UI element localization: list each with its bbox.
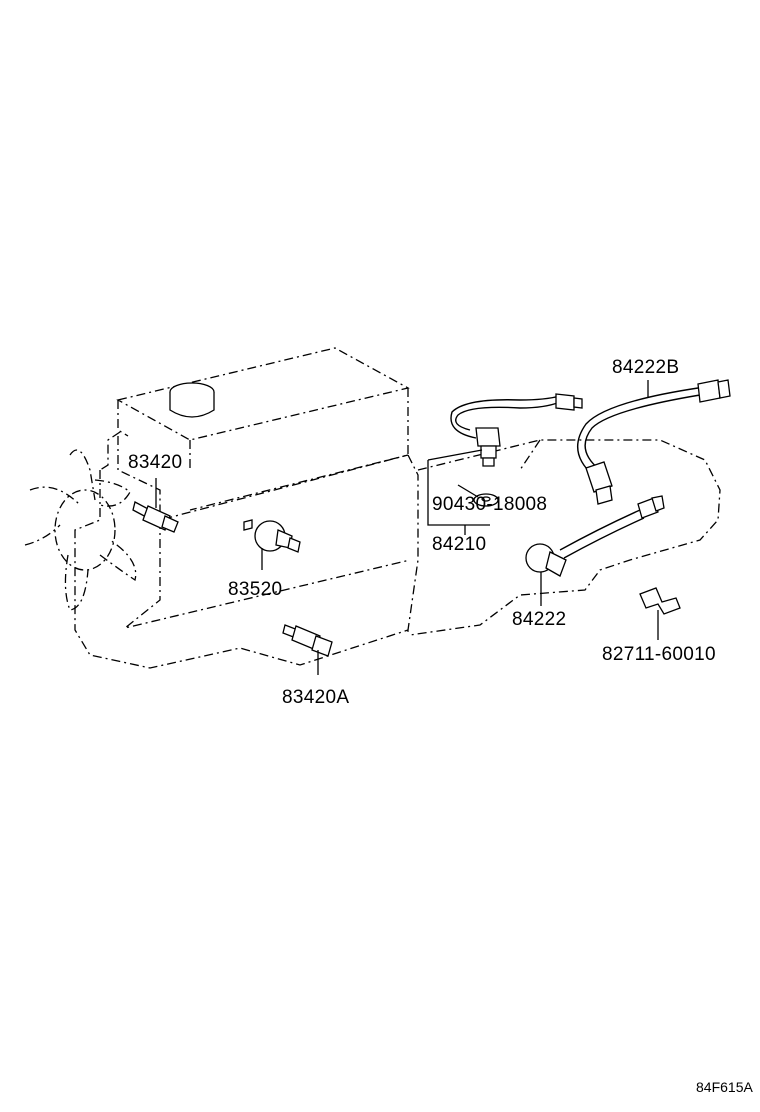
part-84222-drawing xyxy=(525,495,665,606)
part-84222b-drawing xyxy=(577,379,731,505)
label-84210[interactable]: 84210 xyxy=(432,534,486,555)
part-labels: 83420 83520 83420A 90430-18008 84210 842… xyxy=(128,357,716,708)
diagram-reference-code: 84F615A xyxy=(696,1079,753,1095)
label-84222b[interactable]: 84222B xyxy=(612,357,679,378)
part-83420-drawing xyxy=(132,478,179,533)
fan-icon xyxy=(24,449,137,611)
part-83420a-drawing xyxy=(282,624,333,675)
label-90430-18008[interactable]: 90430-18008 xyxy=(432,494,547,515)
part-83520-drawing xyxy=(243,519,301,570)
part-84210-drawing xyxy=(427,393,583,535)
label-83520[interactable]: 83520 xyxy=(228,579,282,600)
label-83420a[interactable]: 83420A xyxy=(282,687,349,708)
label-83420[interactable]: 83420 xyxy=(128,452,182,473)
part-82711-60010-drawing xyxy=(639,587,681,640)
engine-outline xyxy=(74,347,721,669)
label-82711-60010[interactable]: 82711-60010 xyxy=(602,644,716,665)
label-84222[interactable]: 84222 xyxy=(512,609,566,630)
